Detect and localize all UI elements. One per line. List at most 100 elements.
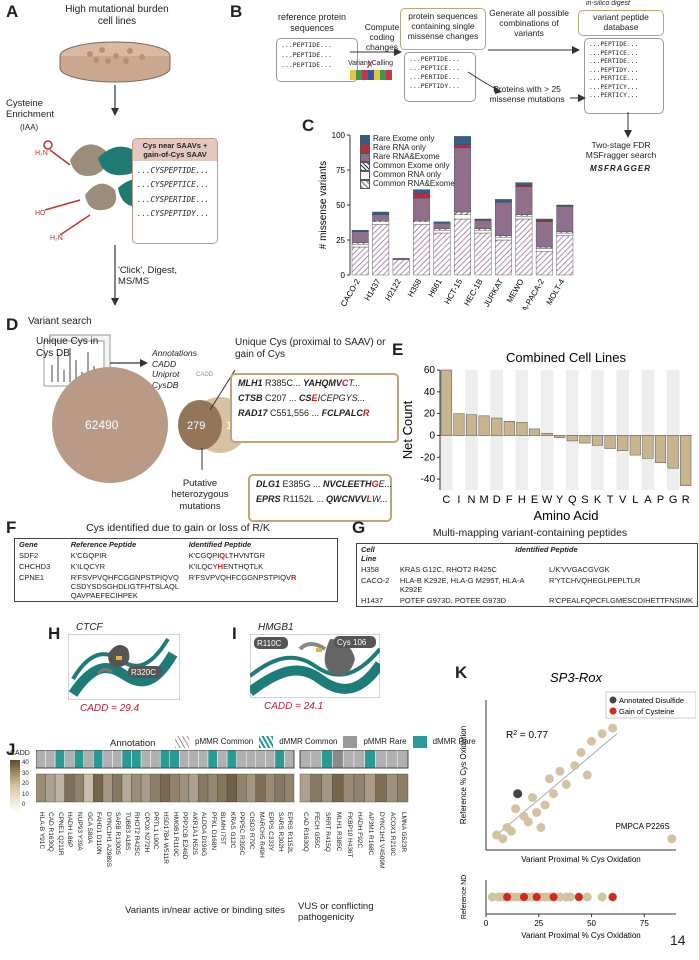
d-peptide: CS [299, 393, 312, 403]
j-right-caption: VUS or conflicting pathogenicity [298, 901, 374, 924]
k-bottom-ylabel: Reference ND [461, 875, 468, 919]
c-bar-segment [372, 211, 390, 215]
panel-label-e: E [392, 340, 404, 359]
c-bar-segment [433, 229, 451, 234]
k-bottom-point [597, 892, 607, 902]
e-ylabel: Net Count [400, 400, 415, 459]
f-ref-cell: K'ILQCYR [70, 562, 106, 571]
i-gene: HMGB1 [258, 622, 294, 633]
j-cadd-cell [353, 773, 366, 803]
j-cadd-cell [299, 773, 312, 803]
j-legend-swatch [259, 736, 274, 748]
j-variant-label: HMGB1 R110C [171, 812, 179, 857]
g-cell-line: H1437 [361, 596, 384, 605]
c-legend-swatch [360, 144, 370, 153]
j-cadd-cell [179, 773, 190, 803]
panel-label-h: H [48, 624, 61, 643]
b-twostage: Two-stage FDR MSFragger search [585, 140, 657, 161]
j-left-caption: Variants in/near active or binding sites [125, 905, 285, 916]
d-venn: 62490 279 134 [52, 367, 248, 483]
e-category-label: E [531, 494, 538, 506]
e-bar [629, 435, 641, 456]
d-peptide: FCLPALC [321, 408, 363, 418]
g-header-cell: Cell Line [361, 545, 377, 563]
j-cadd-colorbar [10, 760, 20, 812]
k-r2-sup: 2 [513, 730, 517, 737]
k-legend-gain: Gain of Cysteine [619, 707, 674, 716]
j-cadd-tick: 30 [22, 770, 29, 777]
e-stripe [641, 370, 655, 490]
j-variant-label: ALDOA D196G [200, 812, 208, 857]
d-mutation: R385C... [265, 378, 304, 388]
j-cadd-cell [169, 773, 180, 803]
j-annotation-frame [299, 750, 409, 769]
e-bar [566, 435, 578, 442]
b-compute: Compute coding changes [364, 22, 400, 53]
j-cadd-tick: 20 [22, 781, 29, 787]
c-bar-segment [413, 189, 431, 194]
j-cadd-cell [310, 773, 322, 803]
e-bar [516, 422, 528, 436]
e-ytick-label: -40 [421, 474, 436, 485]
c-bar-segment [535, 246, 553, 249]
k-r2-value: = 0.77 [517, 730, 548, 741]
j-cadd-cell [150, 773, 161, 803]
j-cadd-cell [160, 773, 170, 803]
j-cadd-cell [83, 773, 94, 803]
e-category-label: Y [556, 494, 564, 506]
k-bottom-point [565, 892, 575, 902]
j-variant-label: CISD3 R79C [248, 812, 255, 850]
panel-label-k: K [455, 663, 468, 682]
k-r2: R2 = 0.77 [506, 730, 548, 742]
f-header-cell: Gene [19, 540, 38, 549]
d-mutation: C551,556 ... [270, 408, 322, 418]
svg-text:H₂N: H₂N [35, 150, 48, 157]
j-annotation-cell [396, 750, 409, 769]
d-unique-cys-db: Unique Cys in Cys DB [36, 336, 99, 359]
j-annotation-cell [236, 750, 247, 769]
c-ytick-label: 100 [332, 131, 346, 140]
g-header-cell: Identified Peptide [515, 545, 578, 554]
j-annotation-cell [159, 750, 171, 769]
e-category-label: Q [568, 494, 577, 506]
j-annotation-cell [36, 750, 46, 769]
c-bar-segment [556, 232, 574, 236]
j-annotation-cell [150, 750, 161, 769]
j-variant-label: NUP93 Y39A [76, 812, 83, 851]
c-bar-segment [454, 136, 471, 145]
c-category-label: HEC-1B [462, 278, 484, 308]
j-annotation-cell [169, 750, 180, 769]
b-single-missense-box: protein sequences containing single miss… [400, 8, 486, 50]
e-category-label: H [518, 494, 526, 506]
k-bottom-xtick-label: 75 [640, 919, 649, 928]
c-bar-segment [454, 214, 471, 220]
j-cadd-tick: 40 [22, 760, 29, 766]
j-annotation-cell [73, 750, 85, 769]
k-bottom-red-point [549, 893, 558, 901]
e-category-label: T [607, 494, 614, 506]
d-gene: EPRS [256, 494, 284, 504]
j-variant-label: LMNA G523R [399, 812, 407, 853]
d-variant-row: MLH1 R385C... YAHQMVCT... [232, 375, 397, 390]
b-in-silico: in-silico digest [586, 0, 630, 7]
c-ytick-label: 0 [341, 271, 346, 280]
b-arrows: ✗ [350, 46, 632, 138]
e-category-label: I [457, 494, 460, 506]
j-annotation-cell [198, 750, 209, 769]
c-bar-segment [351, 231, 369, 243]
j-annotation-cell [93, 750, 104, 769]
panel-label-b: B [230, 2, 243, 21]
svg-text:✗: ✗ [366, 60, 374, 71]
d-peptide-variant: E [311, 393, 318, 403]
c-legend-item: Common RNA&Exome [360, 179, 455, 189]
j-variant-label: PRTL1 L90C [152, 812, 160, 850]
i-structure: R110C Cys 106 [250, 634, 380, 698]
